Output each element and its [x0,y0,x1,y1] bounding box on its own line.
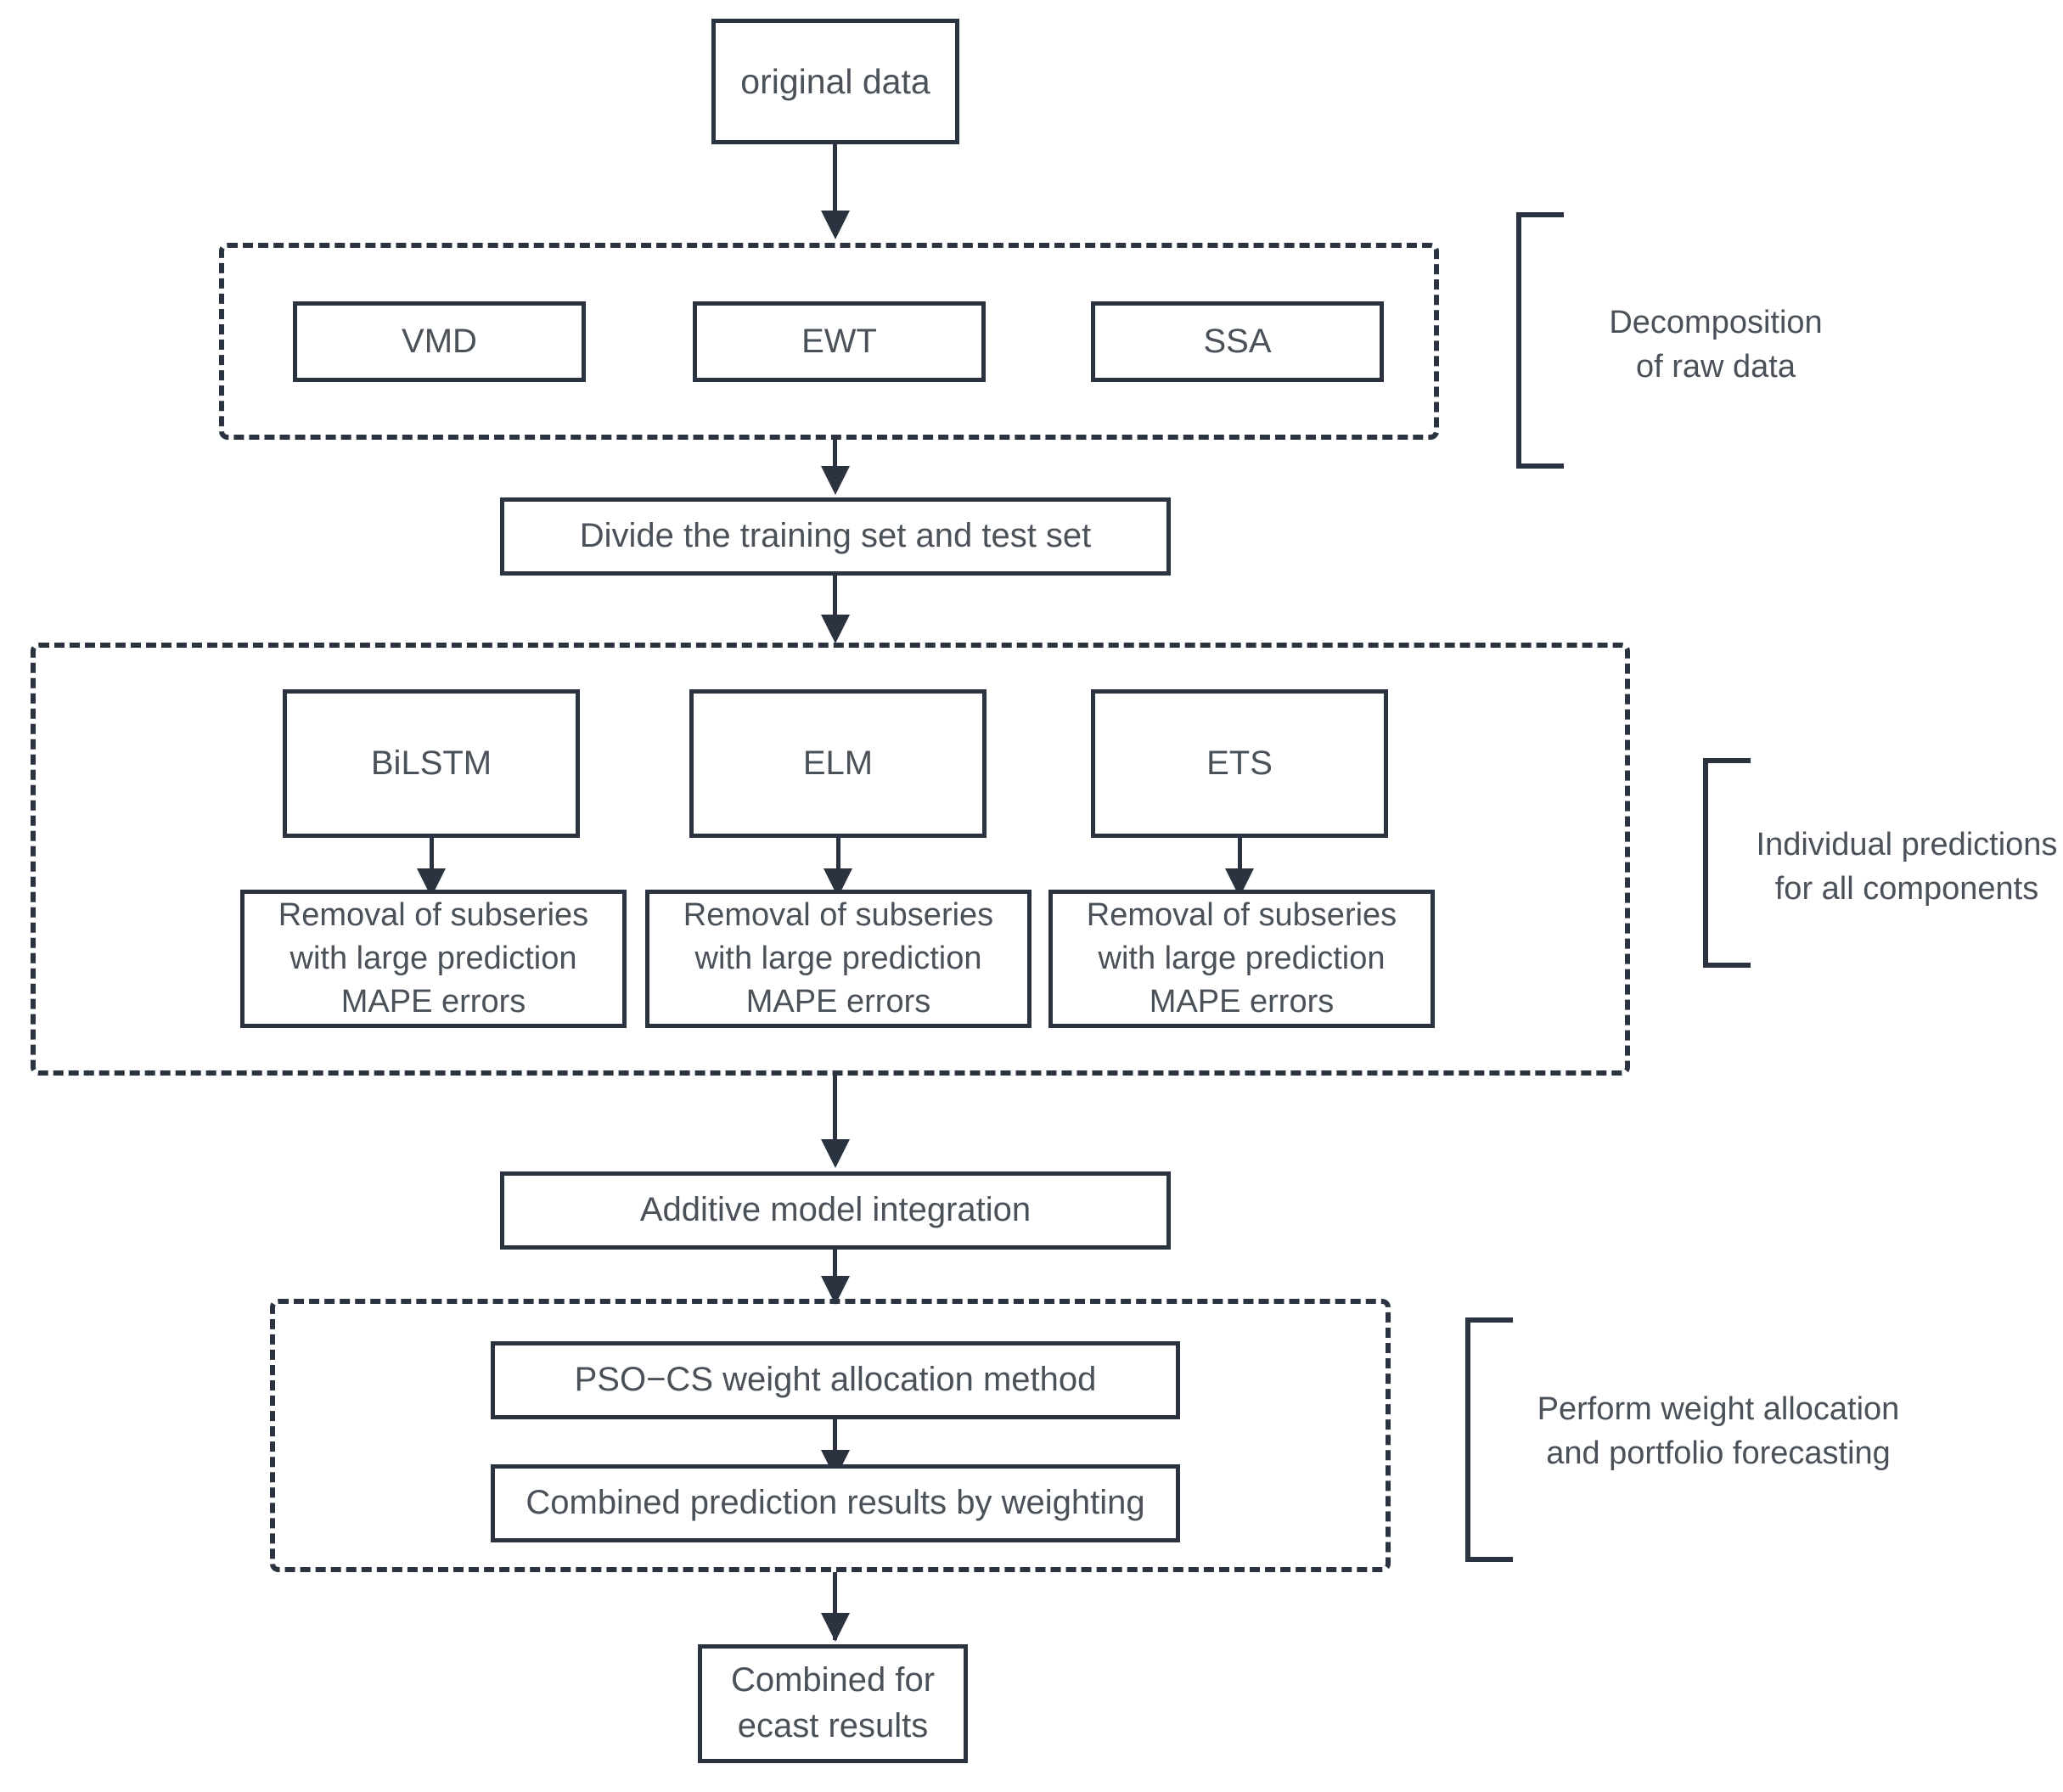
node-ets-label: ETS [1206,744,1273,782]
node-divide-training-test[interactable]: Divide the training set and test set [500,497,1171,576]
node-removal-elm-label: Removal of subseries with large predicti… [683,897,994,1020]
bracket-individual-predictions-label: Individual predictions for all component… [1756,827,2058,907]
arrow-weighting-to-final-head [821,1613,850,1642]
node-original-data[interactable]: original data [711,19,959,144]
arrow-prediction-to-additive-head [821,1139,850,1168]
node-vmd[interactable]: VMD [293,301,586,382]
node-removal-bilstm[interactable]: Removal of subseries with large predicti… [240,890,627,1028]
bracket-weight-allocation [1465,1317,1513,1562]
group-weight-allocation [270,1299,1391,1572]
node-elm-label: ELM [802,744,874,782]
node-combined-forecast-results-label: Combined for ecast results [730,1661,936,1744]
node-bilstm[interactable]: BiLSTM [283,689,580,838]
arrow-original-to-decomposition-head [821,211,850,239]
node-removal-elm[interactable]: Removal of subseries with large predicti… [645,890,1032,1028]
node-removal-bilstm-label: Removal of subseries with large predicti… [278,897,589,1020]
arrow-divide-to-prediction-line [833,576,837,620]
group-decomposition [219,243,1439,440]
arrow-decomposition-to-divide-head [821,466,850,495]
node-bilstm-label: BiLSTM [370,744,492,782]
bracket-decomposition [1516,212,1564,469]
arrow-ets-to-removal-line [1238,838,1242,874]
node-removal-ets-label: Removal of subseries with large predicti… [1086,897,1397,1020]
node-pso-cs-weight-allocation-label: PSO−CS weight allocation method [574,1361,1097,1399]
node-combined-prediction-weighting[interactable]: Combined prediction results by weighting [491,1464,1180,1542]
node-ets[interactable]: ETS [1091,689,1388,838]
node-ssa[interactable]: SSA [1091,301,1384,382]
group-individual-predictions [31,643,1630,1076]
node-ewt-label: EWT [801,322,877,360]
arrow-prediction-to-additive-line [833,1076,837,1145]
node-elm[interactable]: ELM [689,689,987,838]
node-divide-training-test-label: Divide the training set and test set [579,517,1092,555]
node-ewt[interactable]: EWT [693,301,986,382]
node-combined-prediction-weighting-label: Combined prediction results by weighting [526,1484,1145,1522]
bracket-individual-predictions [1703,758,1751,968]
arrow-divide-to-prediction-head [821,615,850,643]
bracket-decomposition-label: Decomposition of raw data [1609,305,1823,385]
arrow-decomposition-to-divide-line [833,440,837,469]
node-ssa-label: SSA [1203,322,1272,360]
bracket-weight-allocation-label: Perform weight allocation and portfolio … [1537,1391,1900,1471]
node-additive-model-integration[interactable]: Additive model integration [500,1171,1171,1250]
arrow-pso-to-combined-line [833,1419,837,1455]
node-combined-forecast-results[interactable]: Combined for ecast results [698,1644,968,1763]
arrow-weighting-to-final-line [833,1572,837,1640]
node-vmd-label: VMD [402,322,477,360]
node-additive-model-integration-label: Additive model integration [639,1191,1032,1229]
node-removal-ets[interactable]: Removal of subseries with large predicti… [1048,890,1435,1028]
node-pso-cs-weight-allocation[interactable]: PSO−CS weight allocation method [491,1341,1180,1419]
arrow-original-to-decomposition-line [833,144,837,214]
arrow-elm-to-removal-line [836,838,840,874]
arrow-additive-to-weighting-line [833,1250,837,1292]
node-original-data-label: original data [740,61,930,101]
arrow-bilstm-to-removal-line [430,838,434,874]
